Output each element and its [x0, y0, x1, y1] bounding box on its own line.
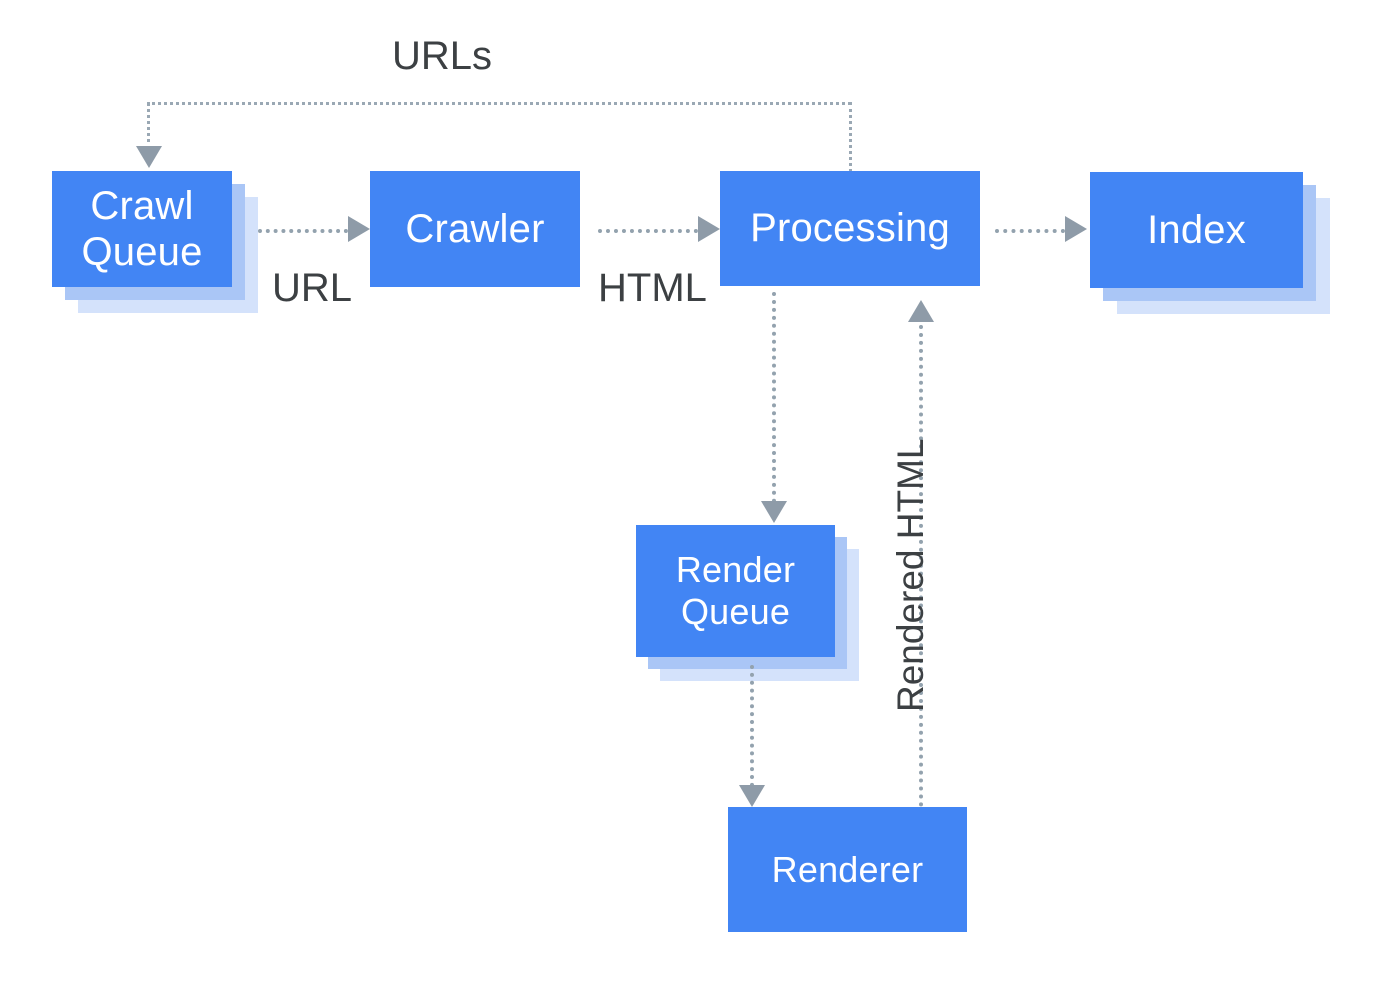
edge-renderer-to-processing-arrowhead	[908, 300, 934, 322]
edge-processing-to-crawl-queue-arrowhead	[136, 146, 162, 168]
node-crawler-label: Crawler	[405, 206, 545, 251]
node-crawl-queue[interactable]: Crawl Queue	[52, 171, 232, 287]
node-crawler[interactable]: Crawler	[370, 171, 580, 287]
node-processing-label: Processing	[750, 206, 950, 251]
node-render-queue[interactable]: Render Queue	[636, 525, 835, 657]
node-index[interactable]: Index	[1090, 172, 1303, 288]
edge-processing-to-crawl-queue-drop	[147, 102, 150, 150]
edge-processing-to-index-line	[995, 229, 1065, 233]
node-processing[interactable]: Processing	[720, 171, 980, 286]
node-crawl-queue-label: Crawl Queue	[81, 183, 203, 274]
edge-label-urls: URLs	[392, 34, 493, 78]
node-index-label: Index	[1147, 207, 1246, 252]
edge-processing-to-index-arrowhead	[1065, 216, 1087, 242]
edge-render-queue-to-renderer-arrowhead	[739, 785, 765, 807]
edge-label-rendered-html: Rendered HTML	[890, 438, 931, 712]
edge-processing-to-render-queue-line	[772, 292, 776, 503]
node-renderer[interactable]: Renderer	[728, 807, 967, 932]
edge-crawl-queue-to-crawler-line	[258, 229, 348, 233]
edge-processing-to-crawl-queue-riser	[849, 102, 852, 172]
edge-label-html: HTML	[598, 266, 707, 310]
edge-crawler-to-processing-arrowhead	[698, 216, 720, 242]
edge-processing-to-render-queue-arrowhead	[761, 501, 787, 523]
node-render-queue-label: Render Queue	[675, 549, 796, 632]
edge-processing-to-crawl-queue-span	[147, 102, 851, 105]
edge-crawler-to-processing-line	[598, 229, 698, 233]
edge-label-url: URL	[272, 266, 353, 310]
node-renderer-label: Renderer	[771, 848, 924, 890]
edge-renderer-to-processing-line	[919, 325, 923, 807]
edge-render-queue-to-renderer-line	[750, 665, 754, 787]
edge-crawl-queue-to-crawler-arrowhead	[348, 216, 370, 242]
